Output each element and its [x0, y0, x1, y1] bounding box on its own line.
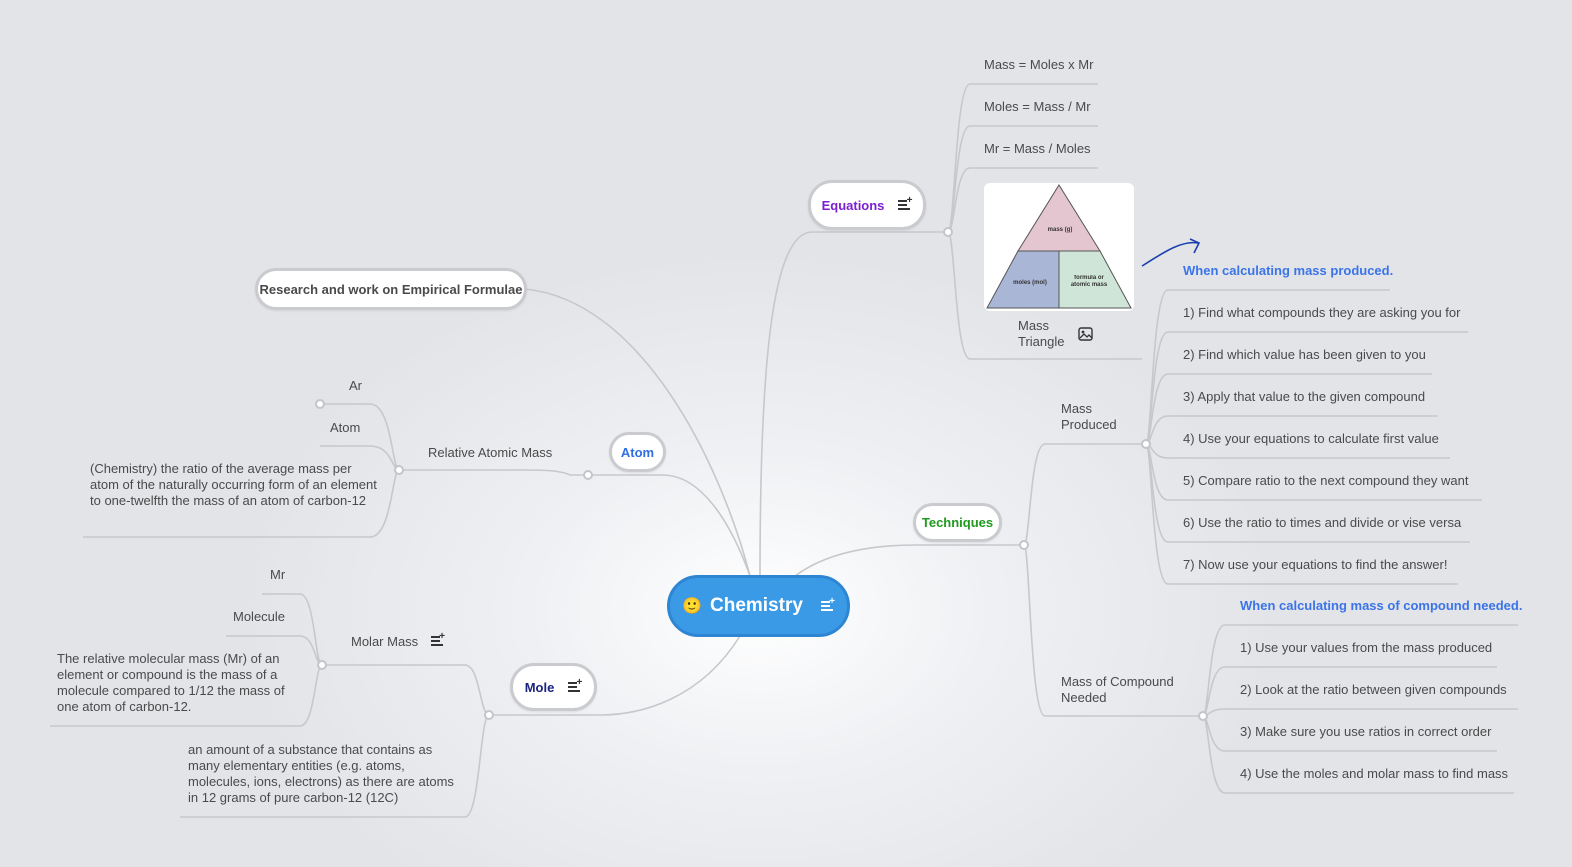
atom-definition[interactable]: (Chemistry) the ratio of the average mas…	[90, 461, 377, 508]
add-note-icon[interactable]: +	[431, 632, 445, 646]
mole-knob[interactable]	[484, 710, 494, 720]
step-item[interactable]: 3) Apply that value to the given compoun…	[1183, 389, 1426, 404]
central-topic-label: Chemistry	[710, 595, 803, 616]
molar-mass-knob[interactable]	[317, 660, 327, 670]
mass-triangle-caption[interactable]: Mass Triangle	[1018, 318, 1065, 349]
molar-mass-definition[interactable]: The relative molecular mass (Mr) of an e…	[57, 651, 285, 714]
techniques-knob[interactable]	[1019, 540, 1029, 550]
image-icon[interactable]	[1078, 327, 1093, 341]
relative-atomic-mass-label[interactable]: Relative Atomic Mass	[428, 445, 553, 460]
mass-produced-label[interactable]: Mass Produced	[1061, 401, 1117, 432]
triangle-left-label: moles (mol)	[1013, 280, 1047, 286]
molar-mass-label[interactable]: Molar Mass	[351, 634, 419, 649]
add-note-icon[interactable]: +	[820, 597, 835, 611]
techniques-label: Techniques	[921, 515, 994, 530]
step-item[interactable]: 2) Look at the ratio between given compo…	[1240, 682, 1507, 697]
mole-child-item[interactable]: Mr	[270, 567, 286, 582]
equations-knob[interactable]	[943, 227, 953, 237]
research-label: Research and work on Empirical Formulae	[259, 281, 523, 297]
atom-knob[interactable]	[583, 470, 593, 480]
central-topic[interactable]: 🙂 Chemistry +	[667, 575, 850, 637]
step-item[interactable]: 6) Use the ratio to times and divide or …	[1183, 515, 1462, 530]
mass-needed-knob[interactable]	[1198, 711, 1208, 721]
equations-label: Equations	[821, 197, 885, 213]
annotation-arrow	[1141, 241, 1199, 267]
mole-topic[interactable]: Mole +	[510, 663, 597, 711]
triangle-right-label: formula or atomic mass	[1070, 275, 1108, 288]
atom-topic[interactable]: Atom	[609, 432, 666, 472]
add-note-icon[interactable]: +	[898, 196, 912, 210]
equations-topic[interactable]: Equations +	[808, 180, 926, 230]
equation-item[interactable]: Mass = Moles x Mr	[984, 57, 1094, 72]
step-item[interactable]: 5) Compare ratio to the next compound th…	[1183, 473, 1469, 488]
equation-item[interactable]: Moles = Mass / Mr	[984, 99, 1091, 114]
research-topic[interactable]: Research and work on Empirical Formulae	[255, 268, 527, 310]
step-item[interactable]: 2) Find which value has been given to yo…	[1183, 347, 1426, 362]
relative-atomic-mass-knob[interactable]	[394, 465, 404, 475]
atom-child-item[interactable]: Ar	[349, 378, 362, 393]
equation-item[interactable]: Mr = Mass / Moles	[984, 141, 1091, 156]
atom-child-item[interactable]: Atom	[330, 420, 361, 435]
step-item[interactable]: 3) Make sure you use ratios in correct o…	[1240, 724, 1492, 739]
smiley-icon: 🙂	[682, 598, 702, 615]
step-item[interactable]: 1) Find what compounds they are asking y…	[1183, 305, 1461, 320]
ar-knob[interactable]	[315, 399, 325, 409]
atom-label: Atom	[620, 444, 655, 460]
step-item[interactable]: 7) Now use your equations to find the an…	[1183, 557, 1448, 572]
triangle-diagram: mass (g) moles (mol) formula or atomic m…	[986, 184, 1132, 309]
mass-needed-heading[interactable]: When calculating mass of compound needed…	[1240, 598, 1523, 613]
mass-produced-heading[interactable]: When calculating mass produced.	[1183, 263, 1394, 278]
step-item[interactable]: 4) Use the moles and molar mass to find …	[1240, 766, 1509, 781]
mass-needed-label[interactable]: Mass of Compound Needed	[1061, 674, 1174, 705]
step-item[interactable]: 1) Use your values from the mass produce…	[1240, 640, 1493, 655]
mole-label: Mole	[524, 679, 555, 695]
mass-produced-knob[interactable]	[1141, 439, 1151, 449]
step-item[interactable]: 4) Use your equations to calculate first…	[1183, 431, 1439, 446]
triangle-top-label: mass (g)	[1048, 227, 1073, 233]
mole-definition[interactable]: an amount of a substance that contains a…	[188, 742, 454, 805]
mass-triangle-image[interactable]: mass (g) moles (mol) formula or atomic m…	[984, 183, 1134, 311]
mole-child-item[interactable]: Molecule	[233, 609, 286, 624]
add-note-icon[interactable]: +	[568, 678, 582, 692]
techniques-topic[interactable]: Techniques	[913, 503, 1002, 542]
